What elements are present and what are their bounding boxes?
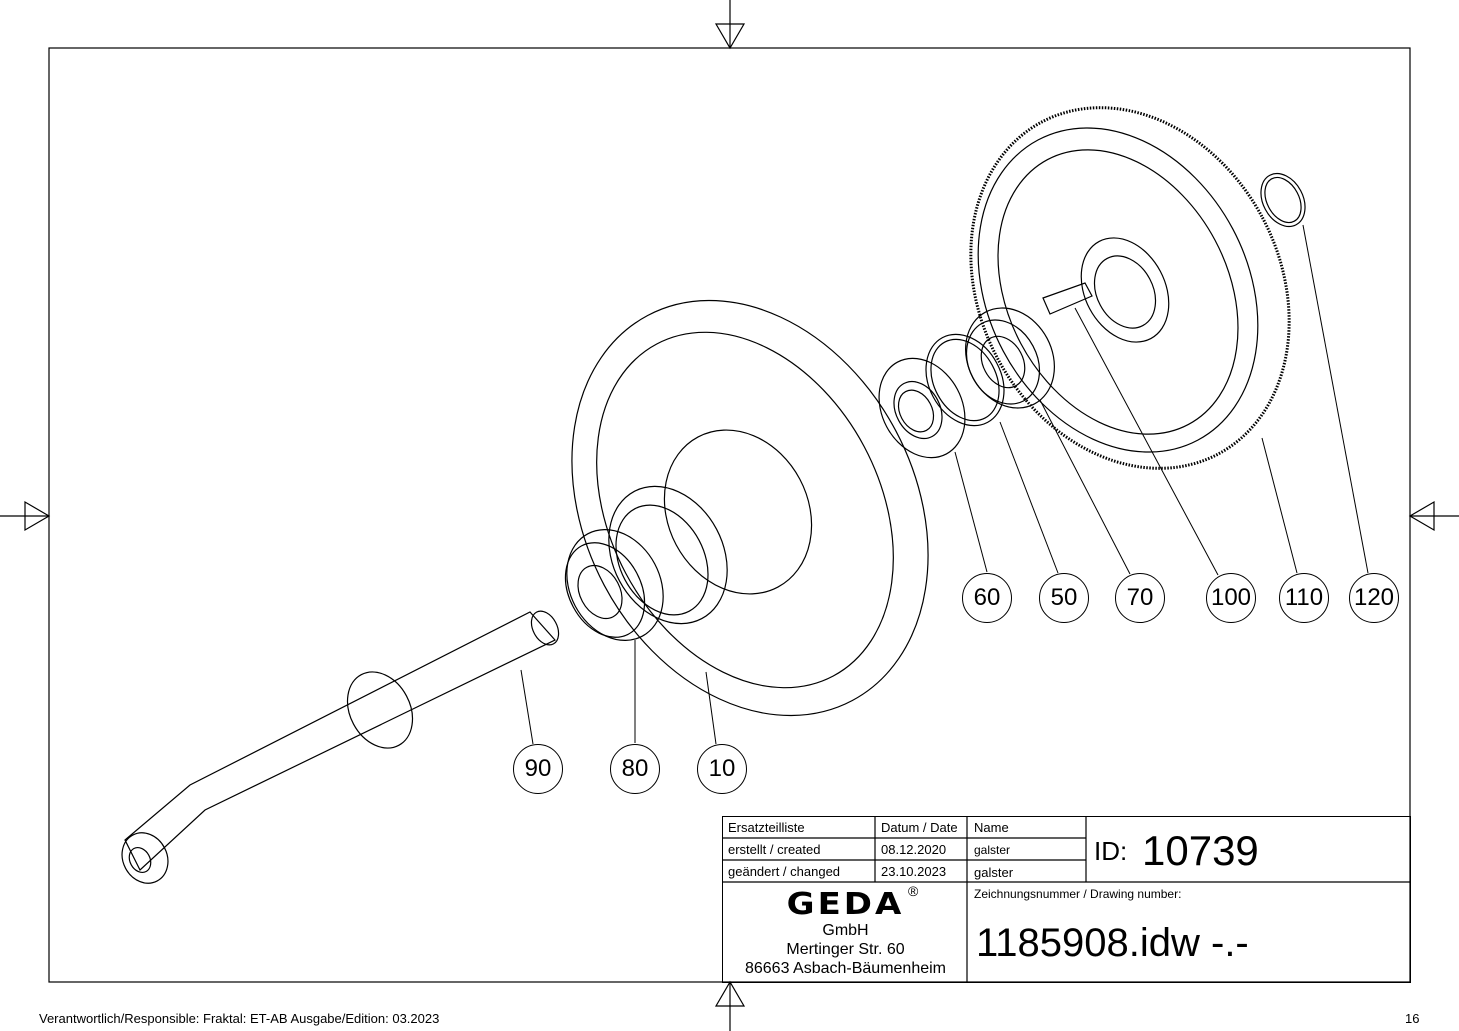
created-date: 08.12.2020	[881, 842, 947, 857]
drawing-number-label: Zeichnungsnummer / Drawing number:	[974, 887, 1182, 901]
company-city: 86663 Asbach-Bäumenheim	[744, 960, 947, 977]
geda-logo: GEDA	[786, 886, 905, 922]
id-label: ID:	[1094, 836, 1128, 866]
created-name: galster	[974, 843, 1011, 857]
circlip-part-120	[1260, 172, 1306, 228]
seal-part-60	[878, 357, 966, 459]
balloon-60: 60	[962, 573, 1012, 623]
housing-part-10	[571, 299, 929, 717]
balloon-100: 100	[1206, 573, 1256, 623]
id-value: 10739	[1142, 827, 1259, 874]
balloon-50: 50	[1039, 573, 1089, 623]
registered-mark: ®	[908, 883, 919, 899]
company-street: Mertinger Str. 60	[786, 941, 905, 958]
title-block: Ersatzteilliste Datum / Date Name erstel…	[722, 816, 1411, 983]
balloon-110: 110	[1279, 573, 1329, 623]
bearing-part-70	[965, 307, 1055, 409]
company-block: GEDA ® GmbH Mertinger Str. 60 86663 Asba…	[723, 883, 968, 978]
balloon-90: 90	[513, 744, 563, 794]
shaft-part-90	[121, 610, 560, 884]
leader-lines	[520, 224, 1369, 745]
balloon-120: 120	[1349, 573, 1399, 623]
name-header: Name	[974, 820, 1009, 835]
changed-date: 23.10.2023	[881, 864, 947, 879]
ersatzteilliste-label: Ersatzteilliste	[728, 820, 805, 835]
balloon-10: 10	[697, 744, 747, 794]
title-block-grid	[722, 816, 1411, 983]
page-number: 16	[1405, 1011, 1420, 1026]
circlip-part-50	[925, 333, 1005, 427]
company-suffix: GmbH	[822, 922, 869, 939]
balloon-70: 70	[1115, 573, 1165, 623]
changed-name: galster	[974, 865, 1014, 880]
footer-responsible: Verantwortlich/Responsible: Fraktal: ET-…	[39, 1011, 440, 1026]
changed-label: geändert / changed	[728, 864, 841, 879]
bearing-part-80	[564, 529, 664, 641]
created-label: erstellt / created	[728, 842, 821, 857]
drawing-number: 1185908.idw -.-	[976, 921, 1249, 965]
datum-header: Datum / Date	[881, 820, 958, 835]
balloon-80: 80	[610, 744, 660, 794]
gear-part-110	[969, 106, 1291, 470]
